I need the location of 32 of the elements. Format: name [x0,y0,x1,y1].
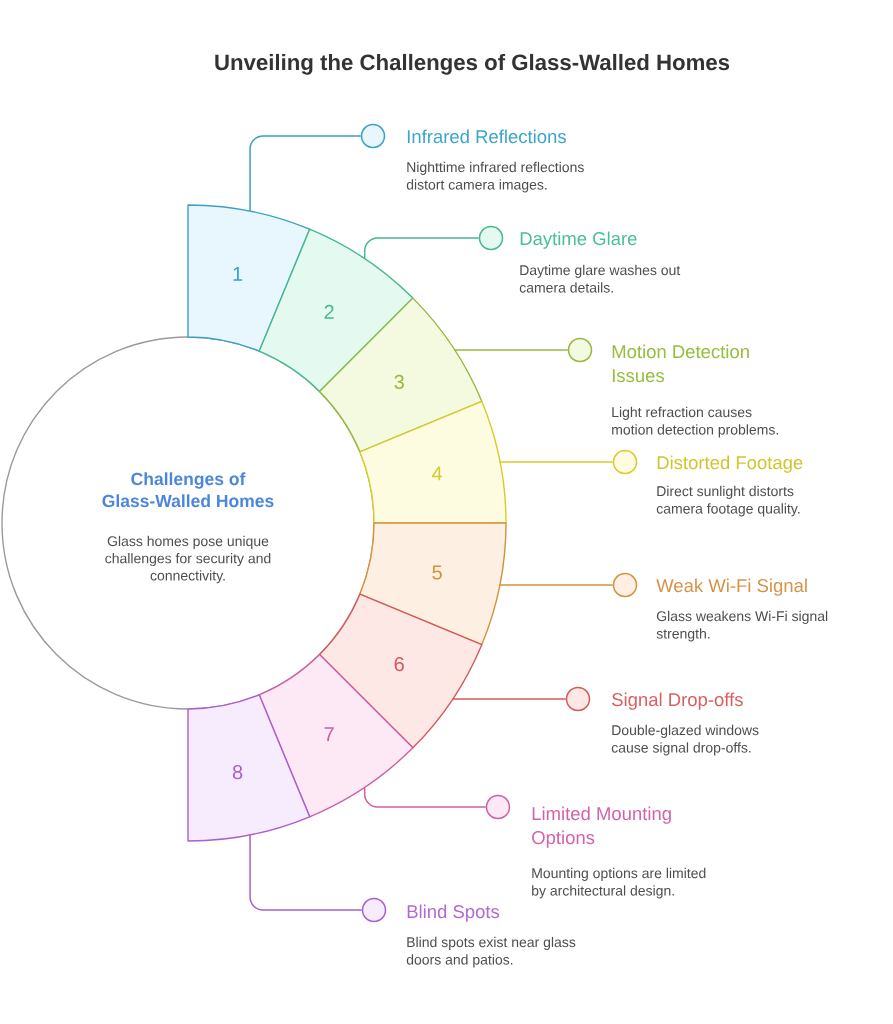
leader-line [498,584,614,586]
item-description: Nighttime infrared reflections distort camera images. [406,161,584,193]
circle-description: Glass homes pose unique challenges for security and connectivity. [105,535,271,584]
item-description: Glass weakens Wi-Fi signal strength. [656,610,828,642]
title: Unveiling the Challenges of Glass-Walled Homes [215,53,730,75]
leader-line [498,461,614,463]
item-description: Light refraction causes motion detection problems. [612,406,778,438]
item-heading: Infrared Reflections [407,129,566,144]
circle-heading: Challenges of Glass-Walled Homes [102,472,274,508]
ring-segment: 5 [359,522,507,646]
leader-line [451,698,567,700]
item-description: Direct sunlight distorts camera footage quality. [656,485,800,517]
item-heading: Weak Wi-Fi Signal [656,578,807,596]
item-description: Blind spots exist near glass doors and patios. [406,936,576,968]
item-description: Double-glazed windows cause signal drop-offs. [611,724,759,756]
item-heading: Limited Mounting Options [532,806,671,848]
leader-line [453,349,569,351]
ring-segment: 1 [187,204,311,352]
item-heading: Signal Drop-offs [612,692,743,710]
ring-segment: 8 [187,694,311,842]
leader-line [249,135,362,212]
item-heading: Distorted Footage [657,455,803,473]
item-description: Daytime glare washes out camera details. [519,264,681,293]
item-description: Mounting options are limited by architectural design. [532,867,706,899]
ring-segment: 4 [359,400,507,524]
leader-line [363,786,487,808]
item-heading: Blind Spots [407,904,500,922]
item-heading: Motion Detection Issues [612,344,749,383]
hub-circle [1,336,375,710]
leader-line [249,834,363,911]
leader-line [363,237,480,260]
item-heading: Daytime Glare [520,231,637,249]
